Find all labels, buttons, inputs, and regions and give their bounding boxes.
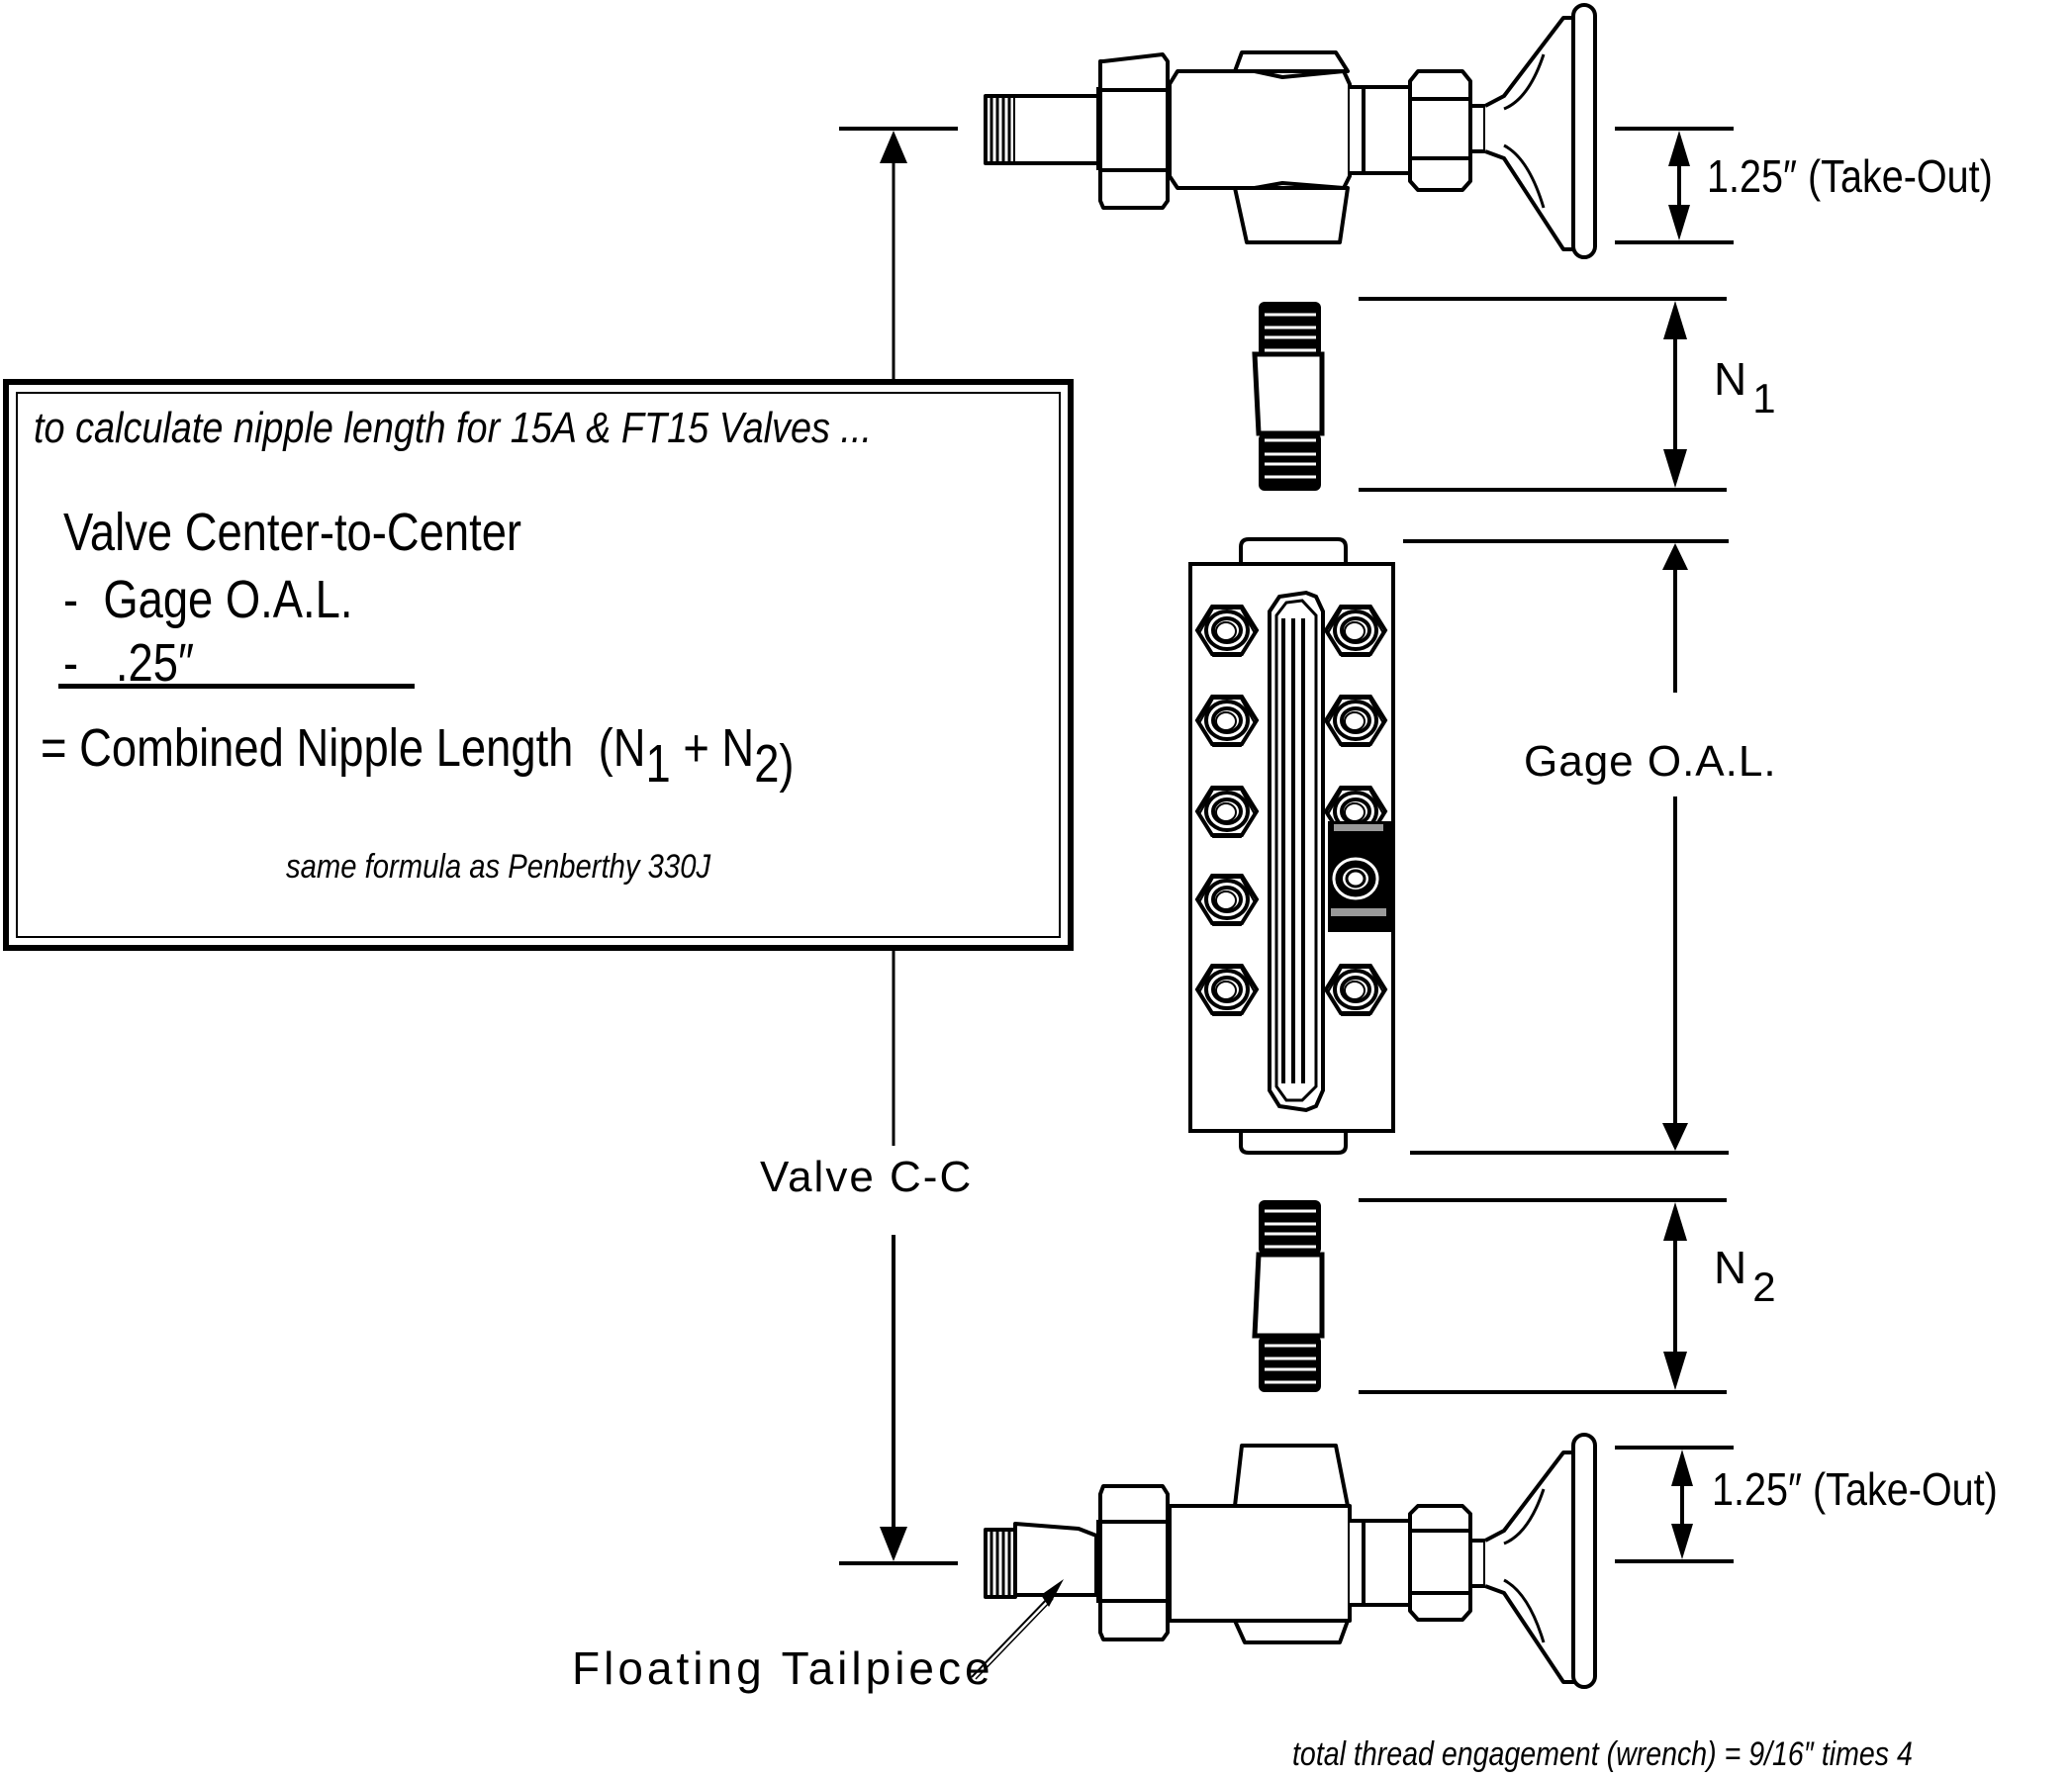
equals-operator: = bbox=[41, 718, 67, 778]
floating-tailpiece-leader bbox=[971, 1579, 1064, 1680]
formula-result-plus: + N bbox=[670, 718, 755, 778]
valve-cc-dimension bbox=[839, 127, 958, 1565]
formula-result-sub2: 2 bbox=[754, 734, 780, 794]
gage-oal-dimension bbox=[1403, 539, 1729, 1155]
formula-line-valve-cc-text: Valve Center-to-Center bbox=[63, 503, 522, 562]
formula-result-line: = Combined Nipple Length (N1 + N2) bbox=[41, 718, 795, 791]
formula-line-gage-oal-text: Gage O.A.L. bbox=[103, 570, 353, 629]
bottom-valve-drawing bbox=[984, 1433, 1597, 1689]
formula-line-quarter-inch: - .25″ bbox=[63, 636, 194, 690]
floating-tailpiece-label: Floating Tailpiece bbox=[572, 1642, 994, 1694]
n1-dimension bbox=[1359, 297, 1727, 492]
formula-result-paren-close: ) bbox=[779, 734, 795, 794]
formula-result-paren-open: (N bbox=[598, 718, 646, 778]
top-valve-drawing bbox=[984, 3, 1597, 259]
take-out-top-label: 1.25″ (Take-Out) bbox=[1707, 150, 1993, 202]
valve-cc-label: Valve C-C bbox=[760, 1153, 974, 1201]
minus-operator: - bbox=[63, 570, 79, 629]
gage-oal-label: Gage O.A.L. bbox=[1524, 737, 1777, 786]
formula-line-valve-cc: Valve Center-to-Center bbox=[63, 506, 521, 559]
take-out-bottom-dimension bbox=[1615, 1446, 1734, 1563]
nipple-n1-drawing bbox=[1252, 302, 1325, 491]
formula-line-quarter-inch-text: .25″ bbox=[115, 633, 195, 693]
n2-letter: N bbox=[1714, 1242, 1747, 1293]
formula-title: to calculate nipple length for 15A & FT1… bbox=[34, 404, 872, 452]
minus-operator: - bbox=[63, 633, 79, 693]
gage-body-drawing bbox=[1188, 537, 1395, 1155]
formula-result-text: Combined Nipple Length bbox=[79, 718, 574, 778]
formula-box: to calculate nipple length for 15A & FT1… bbox=[3, 379, 1074, 951]
formula-box-inner-border bbox=[16, 392, 1061, 938]
n1-subscript: 1 bbox=[1752, 375, 1776, 421]
take-out-bottom-label: 1.25″ (Take-Out) bbox=[1712, 1463, 1998, 1515]
formula-line-gage-oal: - Gage O.A.L. bbox=[63, 573, 352, 626]
n2-subscript: 2 bbox=[1752, 1264, 1776, 1310]
footer-note: total thread engagement (wrench) = 9/16″… bbox=[1292, 1735, 1913, 1773]
take-out-top-dimension bbox=[1615, 127, 1734, 244]
n1-letter: N bbox=[1714, 353, 1747, 405]
formula-result-sub1: 1 bbox=[645, 734, 671, 794]
n2-dimension bbox=[1359, 1198, 1727, 1394]
nipple-n2-drawing bbox=[1252, 1200, 1325, 1392]
formula-note: same formula as Penberthy 330J bbox=[286, 848, 711, 886]
formula-sum-rule bbox=[58, 684, 415, 689]
